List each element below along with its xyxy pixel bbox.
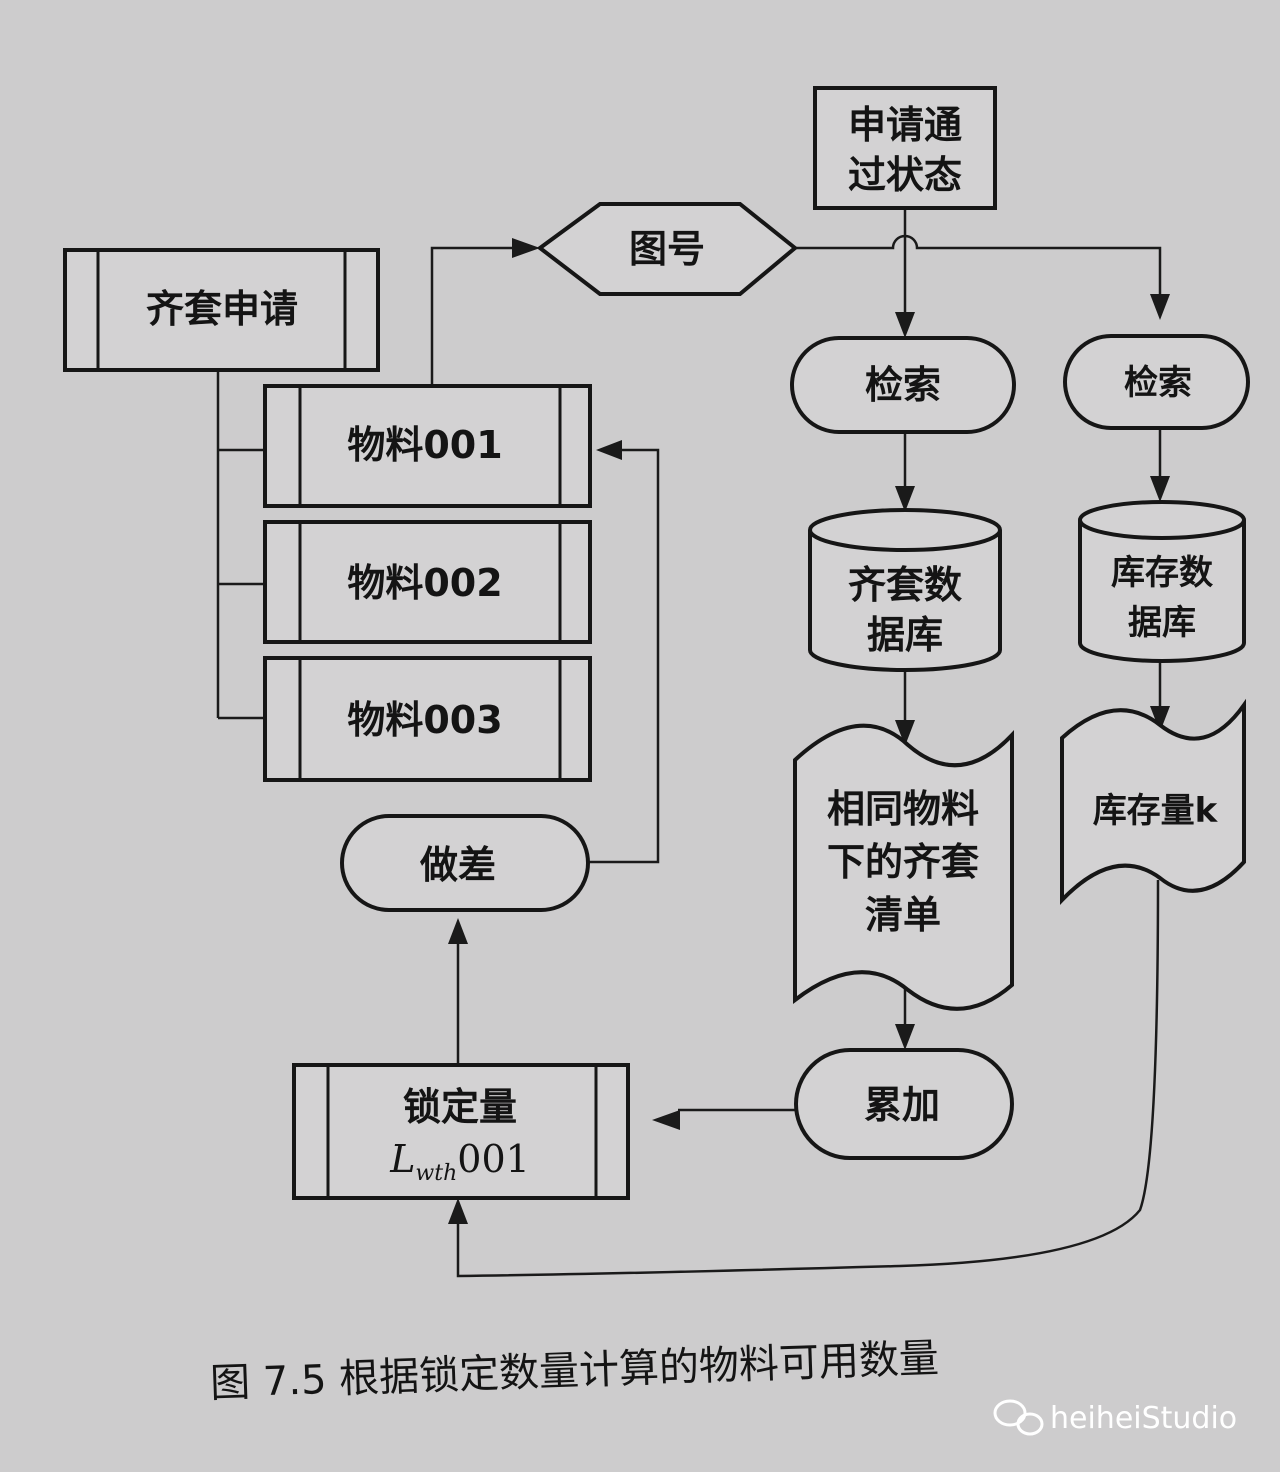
- arrow-head: [448, 918, 468, 944]
- lock-quantity-line2: Lwth001: [389, 1137, 530, 1186]
- connector-drawing-right: [795, 234, 1162, 300]
- stock-db-line2: 据库: [1128, 603, 1196, 643]
- lock-quantity-num: 001: [457, 1137, 530, 1181]
- stock-db-line1: 库存数: [1111, 553, 1213, 593]
- arrow-head: [596, 440, 622, 460]
- kit-list-line2: 下的齐套: [827, 840, 979, 884]
- apply-pass-line1: 申请通: [848, 103, 962, 147]
- arrow-head: [895, 1024, 915, 1050]
- arrow-head: [1150, 706, 1170, 732]
- kit-db-line2: 据库: [867, 613, 943, 657]
- drawing-number-label: 图号: [629, 227, 705, 271]
- kit-apply-box: 齐套申请: [63, 248, 380, 372]
- apply-pass-line2: 过状态: [848, 153, 962, 197]
- search-terminator-2: 检索: [1063, 334, 1250, 430]
- stock-quantity-document: 库存量k: [1060, 698, 1246, 905]
- kit-list-document: 相同物料 下的齐套 清单: [793, 723, 1014, 1011]
- lock-quantity-line1: 锁定量: [403, 1085, 517, 1129]
- material-002-label: 物料002: [347, 561, 502, 605]
- lock-quantity-sub: wth: [415, 1161, 457, 1186]
- arrow-head: [895, 312, 915, 338]
- material-003-box: 物料003: [263, 656, 592, 782]
- connector-mat-to-drawing: [430, 246, 520, 386]
- accumulate-label: 累加: [864, 1083, 940, 1127]
- search-terminator-1: 检索: [790, 336, 1016, 434]
- connector-kit-tree: [216, 370, 265, 720]
- arrow-head: [448, 1198, 468, 1224]
- drawing-number-hexagon: 图号: [536, 202, 799, 296]
- search-2-label: 检索: [1124, 363, 1192, 403]
- kit-apply-label: 齐套申请: [146, 287, 298, 331]
- lock-quantity-var: L: [389, 1137, 415, 1181]
- diff-terminator: 做差: [340, 814, 590, 912]
- wechat-icon: [993, 1399, 1044, 1436]
- arrow-head: [895, 720, 915, 746]
- figure-caption: 图 7.5 根据锁定数量计算的物料可用数量: [209, 1336, 939, 1407]
- kit-db-line1: 齐套数: [848, 563, 962, 607]
- connector-diff-to-mat: [588, 448, 660, 864]
- kit-list-line3: 清单: [865, 893, 941, 937]
- watermark-text: heiheiStudio: [1050, 1401, 1237, 1436]
- connector-qty-to-lock: [456, 879, 1160, 1278]
- stock-database-cylinder: 库存数 据库: [1078, 500, 1246, 663]
- stock-quantity-label: 库存量k: [1093, 791, 1219, 831]
- wechat-watermark: heiheiStudio: [993, 1399, 1237, 1436]
- accumulate-terminator: 累加: [794, 1048, 1014, 1160]
- arrow-head: [652, 1110, 680, 1130]
- arrow-head: [895, 486, 915, 512]
- kit-database-cylinder: 齐套数 据库: [808, 508, 1002, 672]
- material-003-label: 物料003: [347, 698, 502, 742]
- diff-label: 做差: [419, 843, 496, 887]
- material-002-box: 物料002: [263, 520, 592, 644]
- arrow-head: [1150, 476, 1170, 502]
- kit-list-line1: 相同物料: [827, 787, 979, 831]
- material-001-box: 物料001: [263, 384, 592, 508]
- arrow-head: [1150, 294, 1170, 320]
- apply-pass-box: 申请通 过状态: [813, 86, 997, 210]
- material-001-label: 物料001: [347, 423, 502, 467]
- lock-quantity-box: 锁定量 Lwth001: [292, 1063, 630, 1200]
- search-1-label: 检索: [865, 363, 941, 407]
- arrow-head: [512, 238, 540, 258]
